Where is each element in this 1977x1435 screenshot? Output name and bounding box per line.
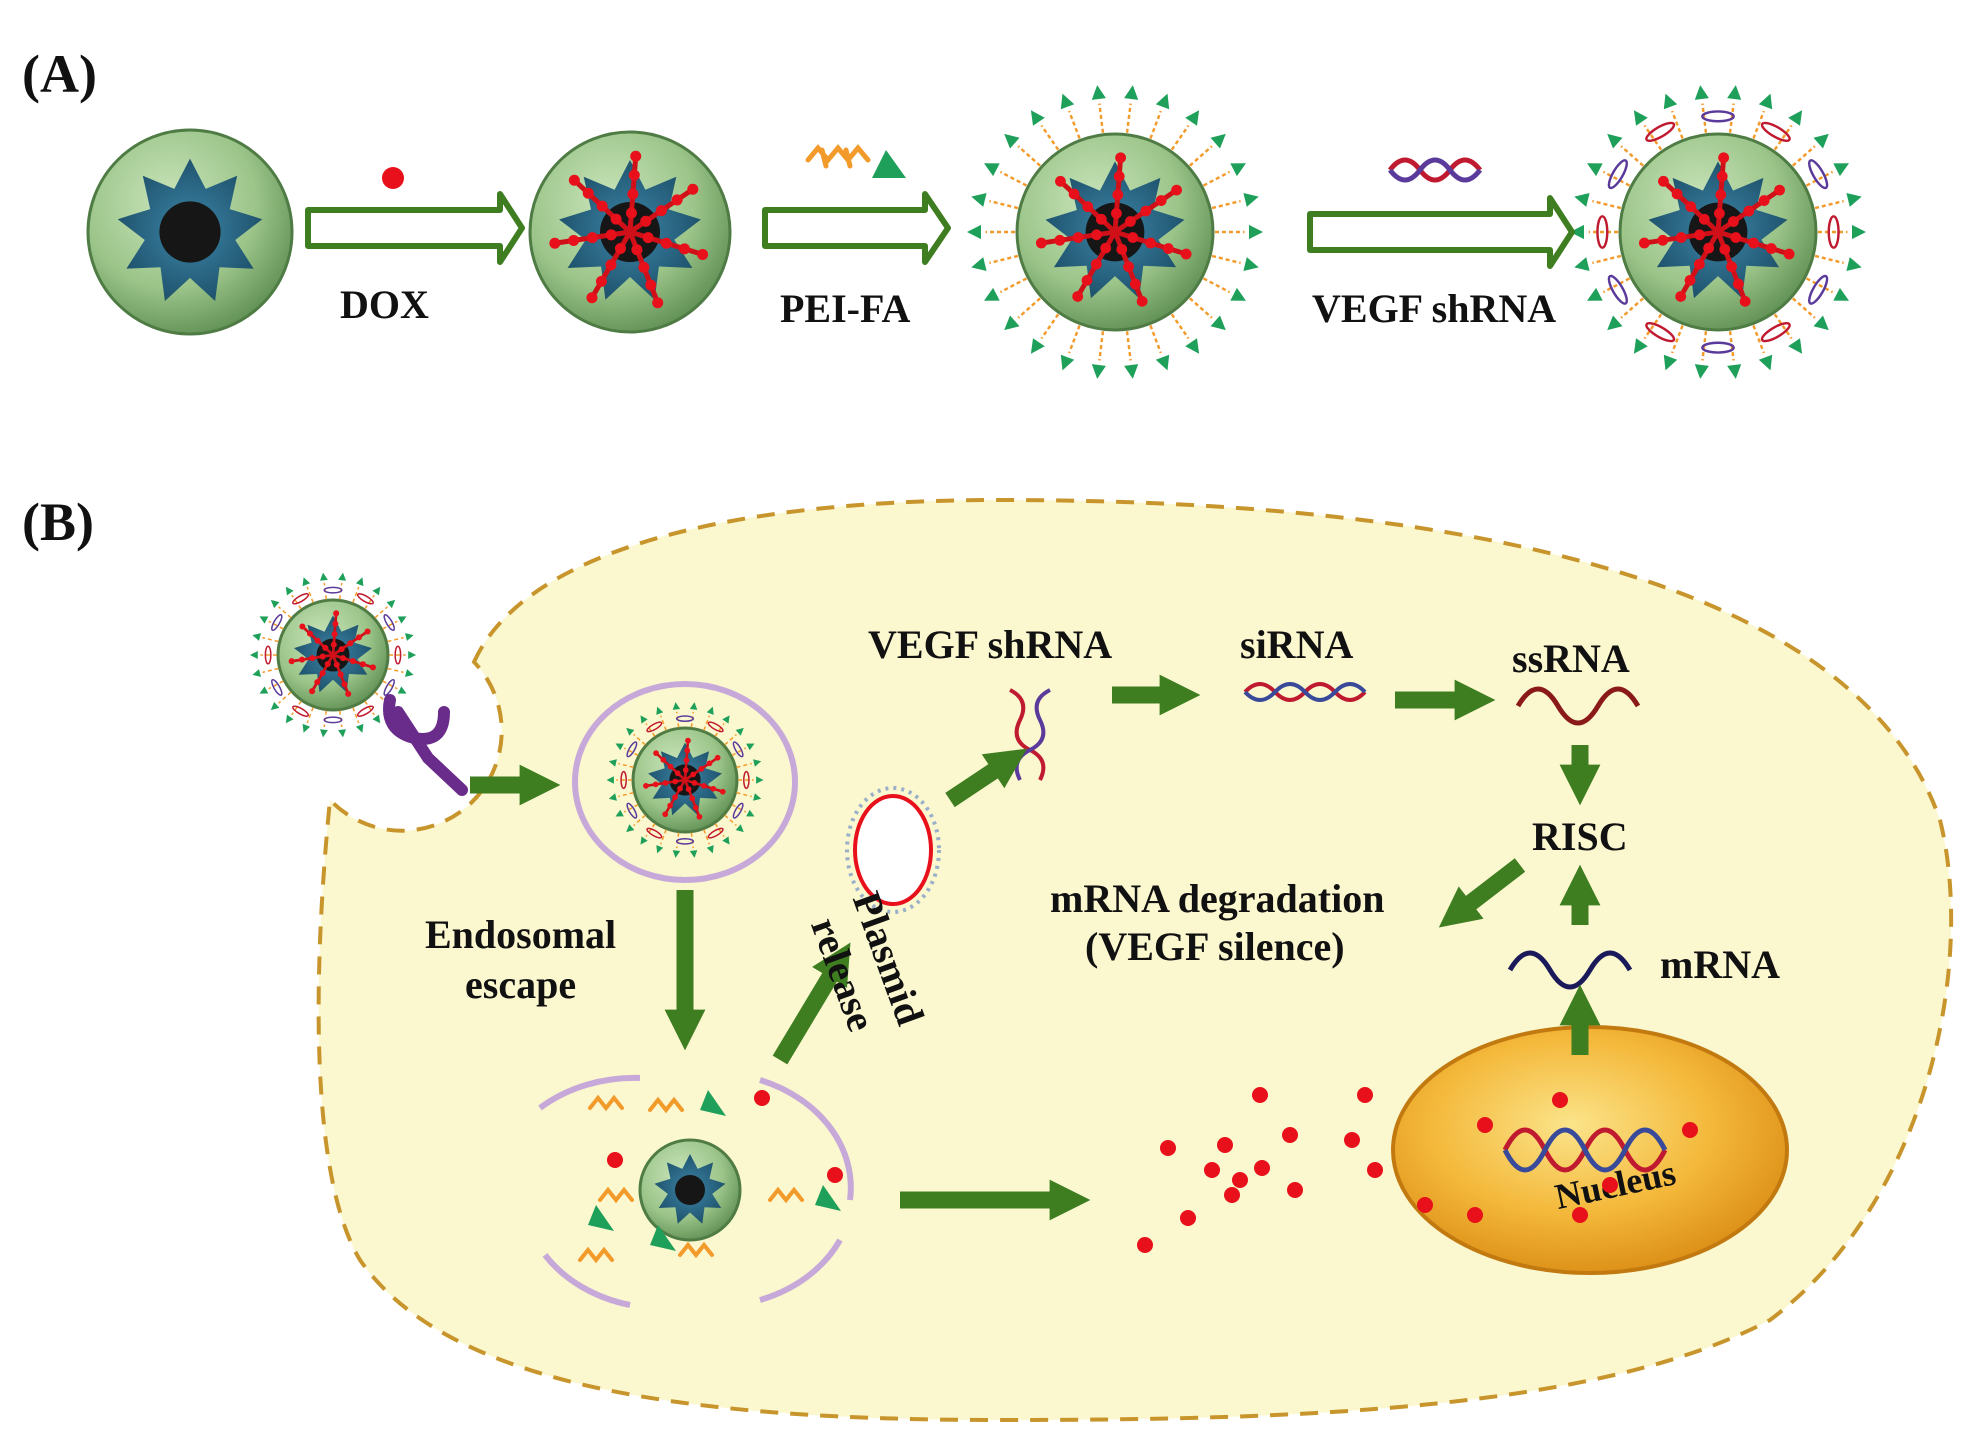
synthesis-arrow-3: [1307, 195, 1575, 269]
panel-label-b: (B): [22, 492, 94, 552]
dox-loaded-nanoparticle: [528, 130, 732, 334]
mrna-degradation-label-line1: mRNA degradation: [1050, 876, 1384, 921]
synthesis-panel: DOX PEI-FA VEGF shRNA: [86, 85, 1866, 379]
pei-fa-icon: [805, 144, 906, 178]
endosomal-escape-label-line2: escape: [465, 962, 576, 1007]
step-label-pei-fa: PEI-FA: [780, 286, 910, 331]
plasmid-ring: [845, 786, 941, 914]
endosomal-escape-label-line1: Endosomal: [425, 912, 616, 957]
msn-nanoparticle: [86, 128, 294, 336]
synthesis-arrow-2: [762, 191, 951, 265]
nanoparticle-outside-cell: [250, 572, 417, 738]
arrow-plasmid-release: [772, 942, 851, 1065]
nucleus: Nucleus: [1391, 1025, 1789, 1275]
ruptured-endosome: [538, 1074, 854, 1308]
panel-label-a: (A): [22, 44, 97, 104]
dox-molecule-icon: [382, 167, 404, 189]
synthesis-arrow-1: [305, 191, 525, 265]
ssrna-icon: [1515, 686, 1641, 726]
step-label-shrna: VEGF shRNA: [1312, 286, 1556, 331]
pei-fa-coated-nanoparticle: [967, 85, 1263, 379]
mrna-label: mRNA: [1660, 942, 1780, 987]
arrow-risc-to-degradation: [1438, 858, 1526, 928]
sirna-icon: [1243, 682, 1367, 702]
mrna-degradation-label-line2: (VEGF silence): [1085, 924, 1345, 969]
risc-label: RISC: [1532, 814, 1628, 859]
endosome: [572, 681, 798, 883]
cellular-pathway-panel: Nucleus Endosomal escape Plasmid release…: [250, 497, 1954, 1423]
step-label-dox: DOX: [340, 282, 429, 327]
folate-receptor-icon: [383, 694, 468, 796]
pathway-arrows: [470, 674, 1601, 1221]
shrna-icon: [1388, 157, 1482, 183]
pathway-shrna-label: VEGF shRNA: [868, 622, 1112, 667]
released-dox-molecules: [1137, 1087, 1698, 1253]
shrna-complexed-nanoparticle: [1570, 85, 1866, 379]
sirna-label: siRNA: [1240, 622, 1353, 667]
arrow-to-shrna: [945, 748, 1027, 808]
ssrna-label: ssRNA: [1512, 636, 1630, 681]
